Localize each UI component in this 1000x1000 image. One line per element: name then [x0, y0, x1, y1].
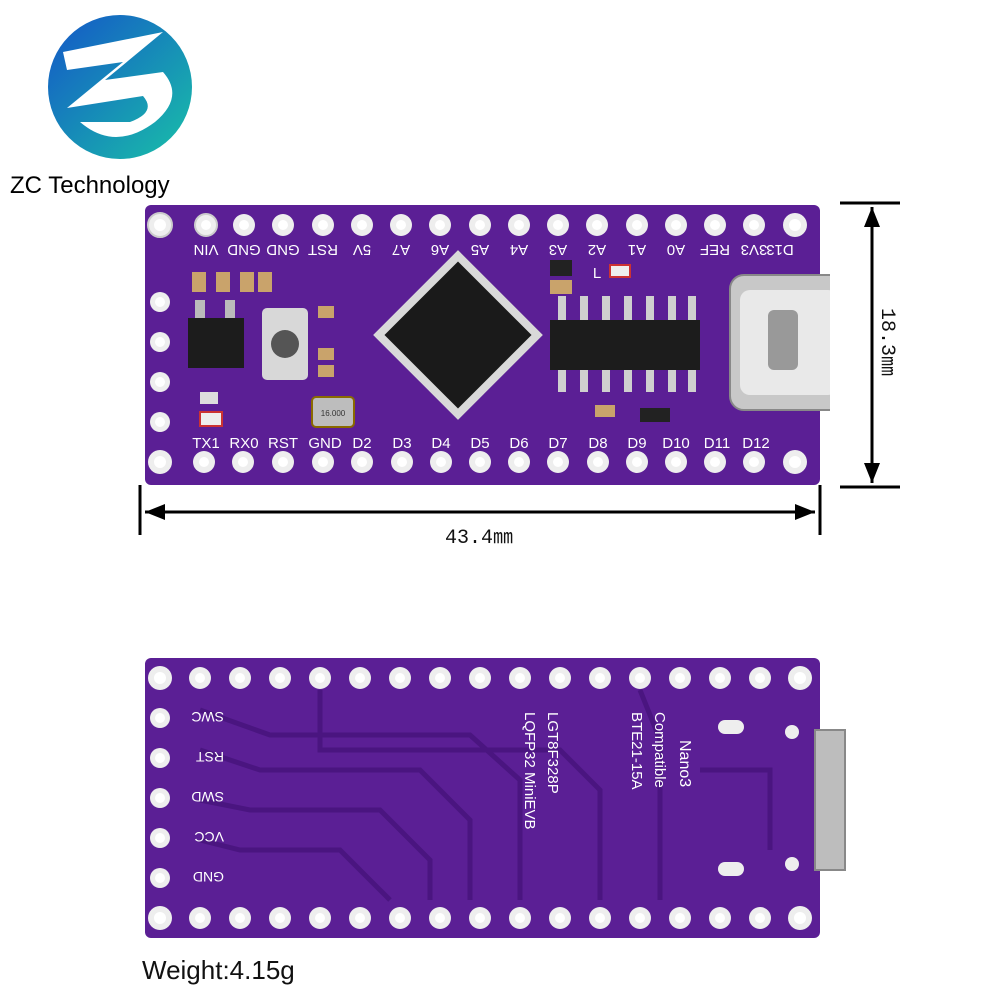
- pin-label-rx0: RX0: [229, 435, 258, 452]
- pin-label-d13: D13: [766, 241, 794, 258]
- back-label-swd: SWD: [191, 789, 224, 805]
- crystal: [311, 396, 355, 428]
- pin-label-ref: REF: [700, 241, 730, 258]
- pin-label-gnd: GND: [266, 241, 300, 258]
- back-label-gnd: GND: [193, 869, 224, 885]
- brand-name: ZC Technology: [10, 172, 170, 199]
- pin-label-5v: 5V: [353, 241, 371, 258]
- pin-label-d10: D10: [662, 435, 690, 452]
- pin-label-a0: A0: [667, 241, 685, 258]
- back-label-swc: SWC: [191, 709, 224, 725]
- dimension-lines: [138, 201, 900, 535]
- pin-label-d11: D11: [704, 435, 730, 452]
- pin-label-a6: A6: [431, 241, 449, 258]
- pin-label-d6: D6: [509, 435, 528, 452]
- pin-label-3v3: 3V3: [741, 241, 768, 258]
- silk-nano3: Nano3: [676, 740, 693, 787]
- pin-label-d7: D7: [548, 435, 567, 452]
- pin-label-rst: RST: [308, 241, 338, 258]
- crystal-label: 16.000: [321, 409, 346, 418]
- silk-lqfp32: LQFP32 MiniEVB: [521, 712, 538, 830]
- silk-compatible: Compatible: [651, 712, 668, 788]
- back-label-rst: RST: [196, 749, 224, 765]
- pin-label-gnd: GND: [227, 241, 261, 258]
- pin-label-gnd: GND: [308, 435, 342, 452]
- pin-label-d12: D12: [742, 435, 770, 452]
- bottom-pin-row: [148, 450, 807, 474]
- pin-label-d4: D4: [431, 435, 450, 452]
- pin-label-d8: D8: [588, 435, 607, 452]
- usb-serial-chip: [550, 320, 700, 370]
- pin-label-a4: A4: [510, 241, 528, 258]
- pin-label-d9: D9: [627, 435, 646, 452]
- width-dimension: 43.4㎜: [445, 527, 514, 550]
- silk-lgt8f328p: LGT8F328P: [544, 712, 561, 794]
- height-dimension: 18.3㎜: [875, 308, 898, 377]
- pin-label-d3: D3: [392, 435, 411, 452]
- pin-label-a2: A2: [588, 241, 606, 258]
- voltage-regulator: [188, 318, 244, 368]
- pin-label-a1: A1: [628, 241, 646, 258]
- pin-label-a7: A7: [392, 241, 410, 258]
- back-board: SWC RST SWD VCC GND LQFP32 MiniEVB LGT8F…: [145, 658, 846, 938]
- led: [609, 264, 631, 278]
- pin-label-d2: D2: [352, 435, 371, 452]
- pin-label-d5: D5: [470, 435, 489, 452]
- silk-bte21: BTE21-15A: [628, 712, 645, 790]
- pin-label-a3: A3: [549, 241, 567, 258]
- led-label: L: [593, 265, 601, 282]
- pin-label-tx1: TX1: [192, 435, 220, 452]
- weight-label: Weight:4.15g: [142, 955, 295, 985]
- pin-label-a5: A5: [471, 241, 489, 258]
- front-board: VIN GND GND RST 5V A7 A6 A5 A4 A3 A2 A1 …: [145, 205, 830, 485]
- pin-label-vin: VIN: [193, 241, 218, 258]
- pin-label-rst: RST: [268, 435, 298, 452]
- top-pin-row: [147, 212, 807, 238]
- back-label-vcc: VCC: [194, 829, 224, 845]
- zc-logo-icon: [48, 15, 192, 159]
